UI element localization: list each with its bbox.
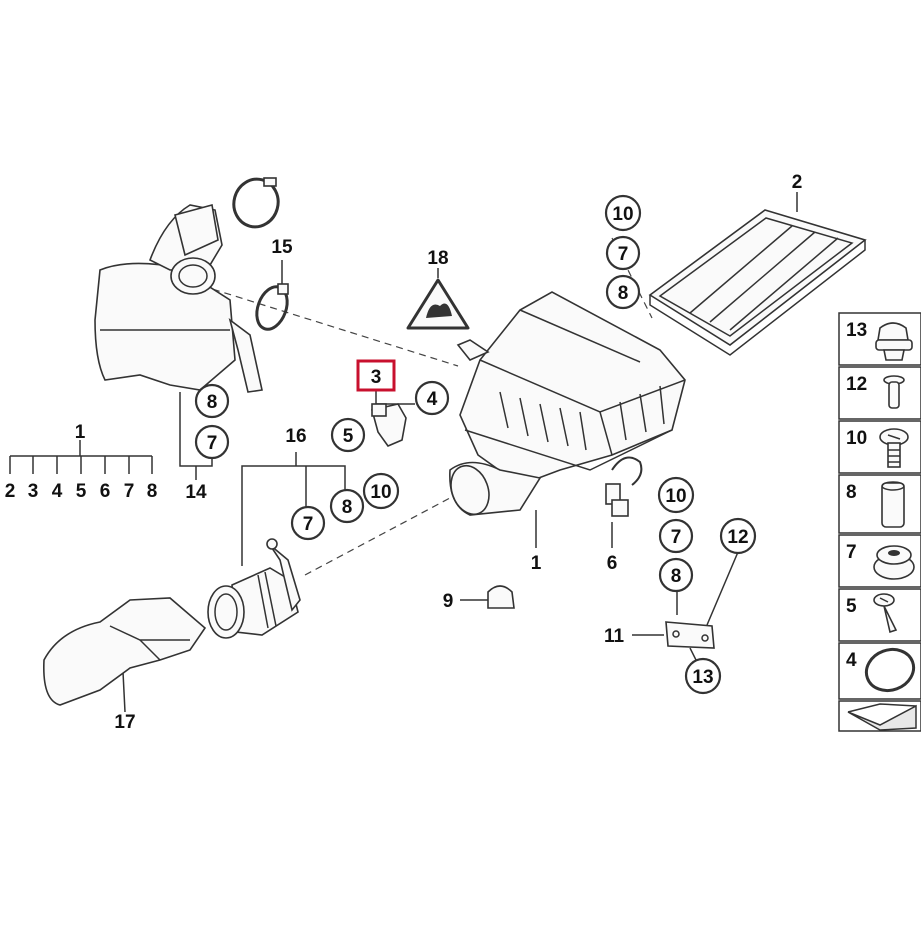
bolt-icon xyxy=(879,428,909,468)
callout-1: 1 xyxy=(531,553,542,574)
callout-10-b: 10 xyxy=(612,204,633,225)
side-panel-number-5: 5 xyxy=(846,596,857,617)
callout-12: 12 xyxy=(727,527,748,548)
callout-3: 3 xyxy=(371,367,382,388)
callout-10-a: 10 xyxy=(370,482,391,503)
callout-9: 9 xyxy=(443,591,454,612)
callout-17: 17 xyxy=(114,712,135,733)
clamp-15 xyxy=(255,283,289,331)
side-panel-cell-8 xyxy=(838,474,921,534)
callout-18: 18 xyxy=(427,248,448,269)
callout-11: 11 xyxy=(604,626,625,647)
callout-14: 14 xyxy=(185,482,207,503)
warning-label-triangle xyxy=(406,278,470,330)
group-1-child-5: 5 xyxy=(76,481,87,502)
group-1-child-7: 7 xyxy=(124,481,135,502)
side-panel-number-8: 8 xyxy=(846,482,857,503)
group-1-child-6: 6 xyxy=(100,481,111,502)
side-panel-cell-5 xyxy=(838,588,921,642)
side-panel-number-4: 4 xyxy=(846,650,857,671)
callout-circles xyxy=(194,194,757,695)
side-panel-cell-12 xyxy=(838,366,921,420)
intake-scoop xyxy=(43,597,207,706)
callout-13: 13 xyxy=(692,667,713,688)
o-ring-icon xyxy=(864,647,916,693)
group-1-child-2: 2 xyxy=(5,481,16,502)
callout-8-b: 8 xyxy=(342,497,353,518)
hose-clamp xyxy=(232,177,280,229)
push-rivet-icon xyxy=(883,375,905,409)
sleeve-icon xyxy=(881,481,905,528)
side-panel-number-10: 10 xyxy=(846,428,867,449)
side-panel-number-7: 7 xyxy=(846,542,857,563)
callout-15: 15 xyxy=(271,237,293,258)
housing-outlet-tube xyxy=(449,461,542,516)
air-filter-element xyxy=(648,209,867,356)
callout-8-a: 8 xyxy=(207,392,218,413)
callout-2: 2 xyxy=(792,172,803,193)
callout-6: 6 xyxy=(607,553,618,574)
rubber-mount-icon xyxy=(873,545,915,580)
group-1-child-8: 8 xyxy=(147,481,158,502)
intake-snorkel xyxy=(94,203,263,393)
callout-4: 4 xyxy=(427,389,438,410)
cap xyxy=(487,585,515,609)
callout-8-c: 8 xyxy=(618,283,629,304)
group-1-child-4: 4 xyxy=(52,481,63,502)
screw-icon xyxy=(873,593,898,634)
cable-connector xyxy=(605,456,643,517)
callout-7-a: 7 xyxy=(207,433,218,454)
side-panel: 13 12 10 8 7 5 4 xyxy=(838,312,921,732)
bracket-plate xyxy=(665,621,715,649)
group-1-child-3: 3 xyxy=(28,481,39,502)
callout-7-d: 7 xyxy=(671,527,682,548)
grommet-icon xyxy=(875,322,913,361)
side-panel-cell-10 xyxy=(838,420,921,474)
callout-5: 5 xyxy=(343,426,354,447)
wedge-shim-icon xyxy=(847,703,917,731)
side-panel-number-13: 13 xyxy=(846,320,867,341)
callout-8-d: 8 xyxy=(671,566,682,587)
air-filter-housing xyxy=(456,291,686,486)
mass-air-flow-sensor xyxy=(371,403,407,447)
group-1-parent-label: 1 xyxy=(75,422,86,443)
highlight-box-3 xyxy=(356,359,396,392)
callout-10-c: 10 xyxy=(665,486,686,507)
intake-duct-boot xyxy=(207,538,301,639)
callout-16: 16 xyxy=(285,426,306,447)
callout-7-c: 7 xyxy=(618,244,629,265)
callout-7-b: 7 xyxy=(303,514,314,535)
side-panel-number-12: 12 xyxy=(846,374,867,395)
